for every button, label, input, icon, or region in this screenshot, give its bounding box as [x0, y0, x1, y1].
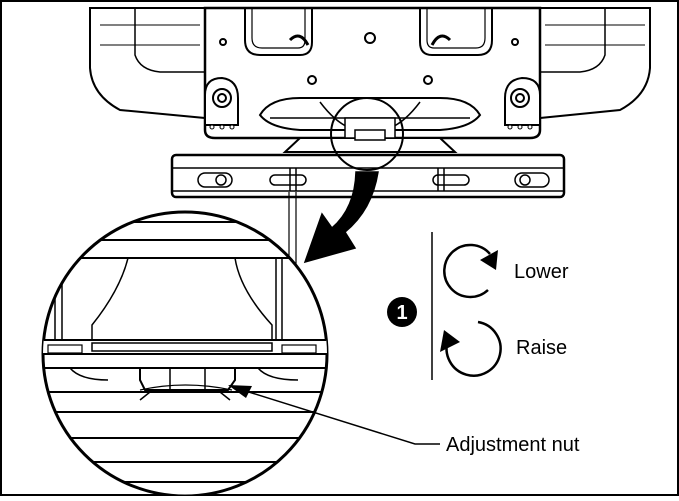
step-number: 1	[396, 302, 407, 324]
tilt-hinge	[258, 97, 482, 131]
step-badge: 1	[387, 297, 417, 327]
direction-panel: Lower 1 Raise	[387, 232, 569, 380]
raise-rotation-arrow	[440, 320, 502, 377]
tv-shell-right	[539, 7, 651, 120]
detail-highlight-circle	[330, 97, 404, 171]
adjustment-nut-shape	[139, 367, 236, 391]
magnified-detail	[41, 210, 329, 498]
tv-shell-left	[89, 7, 206, 120]
zoom-arrow	[303, 171, 379, 264]
raise-label: Raise	[516, 337, 567, 359]
adjustment-nut-label: Adjustment nut	[446, 434, 580, 456]
lower-rotation-arrow	[443, 243, 498, 299]
lower-label: Lower	[514, 261, 569, 283]
adjustment-nut-callout: Adjustment nut	[228, 385, 580, 456]
